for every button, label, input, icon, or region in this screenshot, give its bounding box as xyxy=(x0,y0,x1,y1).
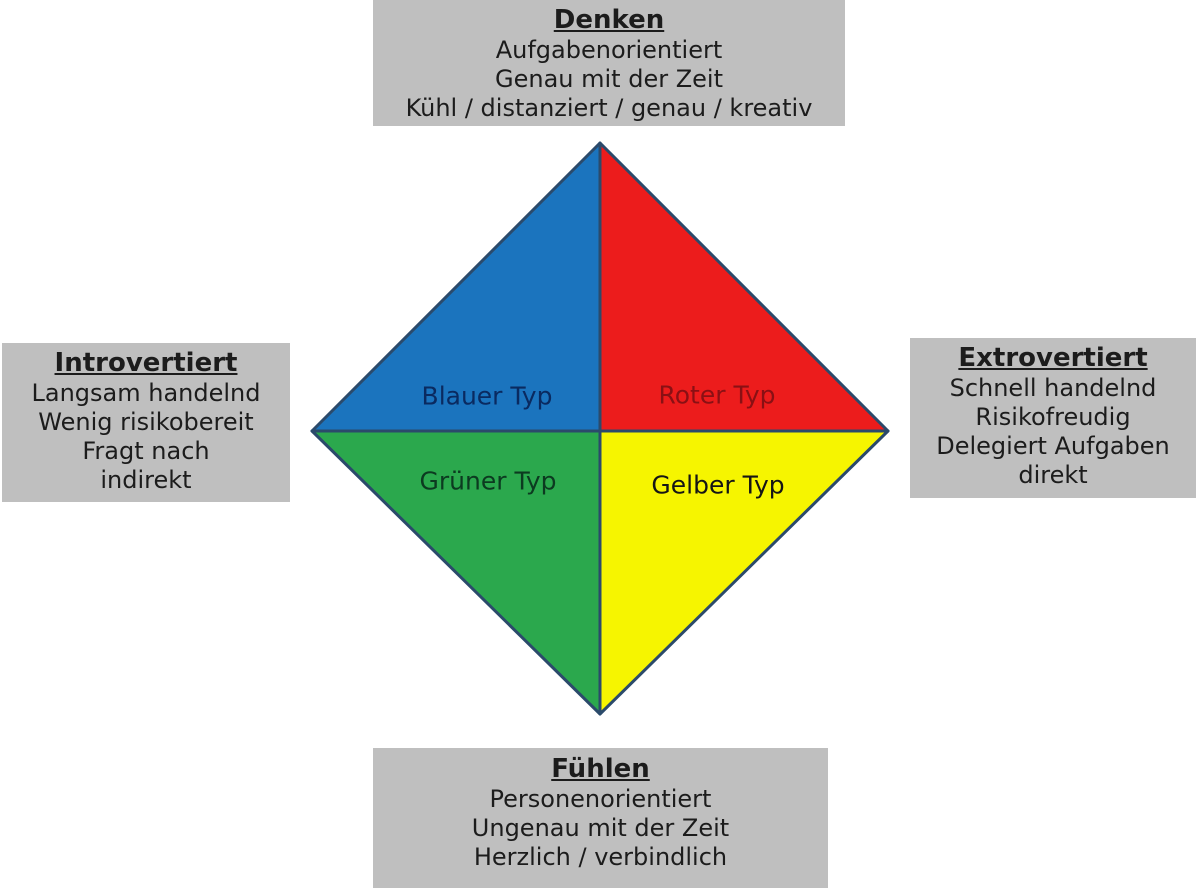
text-line: Risikofreudig xyxy=(975,403,1131,431)
thinking-heading: Denken xyxy=(553,5,665,35)
text-line: Langsam handelnd xyxy=(31,379,261,407)
green-quadrant-label: Grüner Typ xyxy=(419,466,557,496)
yellow-quadrant-shape xyxy=(598,429,890,716)
introvert-heading: Introvertiert xyxy=(54,348,238,378)
text-line: Wenig risikobereit xyxy=(38,408,254,436)
blue-quadrant-label: Blauer Typ xyxy=(421,381,553,411)
feeling-heading: Fühlen xyxy=(551,754,650,784)
yellow-quadrant-label: Gelber Typ xyxy=(651,470,785,500)
text-line: Ungenau mit der Zeit xyxy=(471,814,730,842)
text-line: Herzlich / verbindlich xyxy=(473,843,728,871)
text-line: Fragt nach xyxy=(82,437,210,465)
text-line: Kühl / distanziert / genau / kreativ xyxy=(405,94,813,122)
red-quadrant-label: Roter Typ xyxy=(658,380,776,410)
text-line: Delegiert Aufgaben xyxy=(936,432,1170,460)
text-line: direkt xyxy=(1018,461,1088,489)
text-line: Personenorientiert xyxy=(489,785,712,813)
text-line: indirekt xyxy=(100,466,192,494)
text-line: Genau mit der Zeit xyxy=(495,65,723,93)
text-line: Aufgabenorientiert xyxy=(495,36,723,64)
extrovert-heading: Extrovertiert xyxy=(958,343,1148,373)
text-line: Schnell handelnd xyxy=(949,374,1157,402)
